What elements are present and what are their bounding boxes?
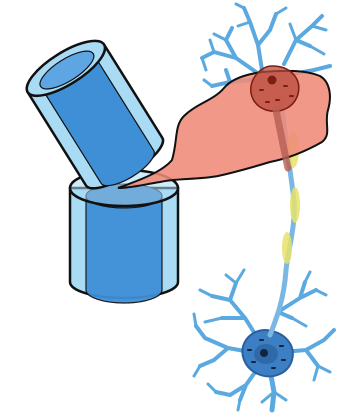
lower-neuron-nucleus xyxy=(260,349,268,357)
upright-cylinder-icon xyxy=(70,170,178,303)
myelin-segment-2 xyxy=(290,187,300,223)
upper-neuron-soma xyxy=(251,66,299,111)
myelin-segment-3 xyxy=(282,232,292,264)
upright-cylinder-inner xyxy=(86,196,162,303)
lower-neuron-icon xyxy=(194,270,334,410)
upper-neuron-nucleus xyxy=(268,76,277,85)
